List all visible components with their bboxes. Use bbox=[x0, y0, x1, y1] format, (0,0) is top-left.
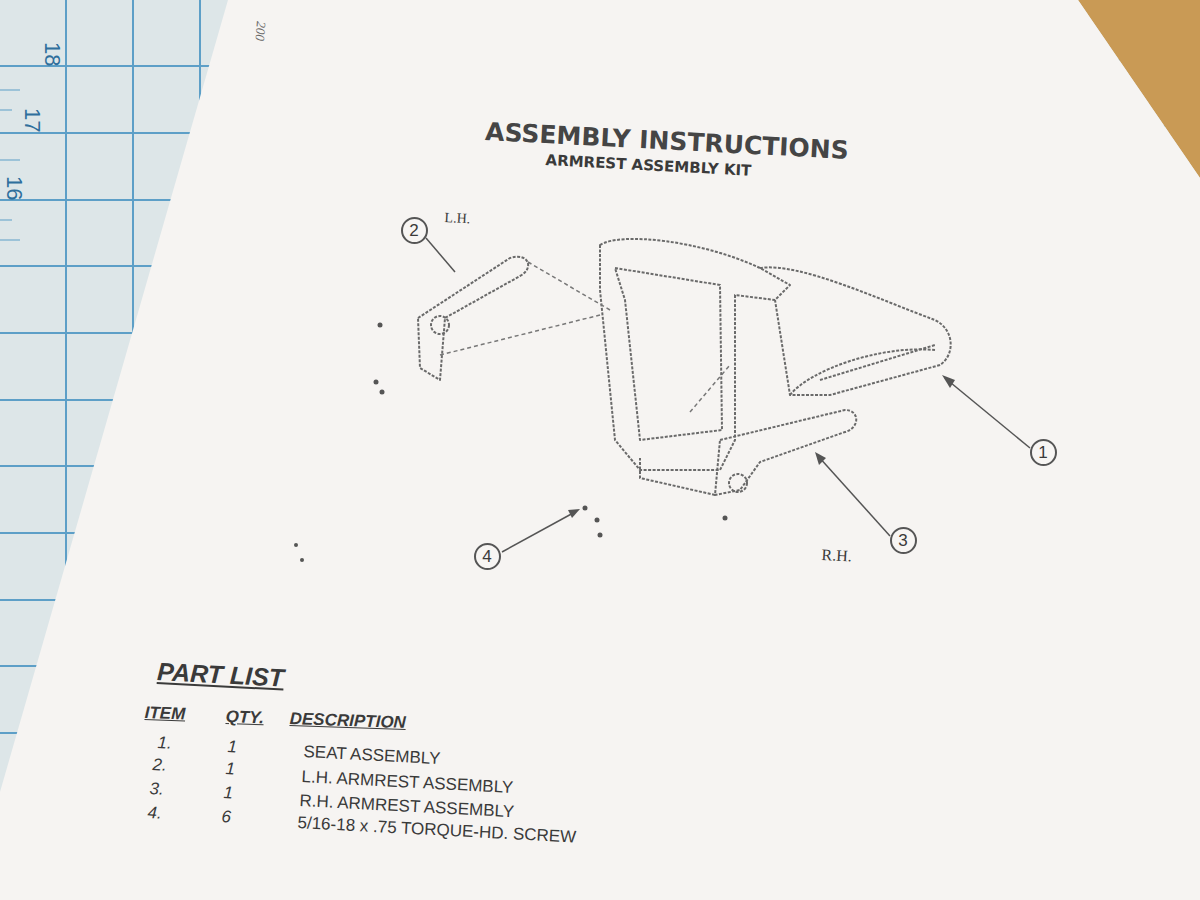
callout-number: 4 bbox=[482, 548, 491, 565]
table-cell: 2. bbox=[152, 756, 167, 775]
ruler-number: 18 bbox=[40, 42, 64, 66]
table-cell: 1. bbox=[157, 734, 172, 753]
callout-number: 1 bbox=[1038, 444, 1047, 461]
table-cell: 4. bbox=[147, 804, 162, 823]
table-cell: 1 bbox=[223, 784, 233, 803]
column-header: DESCRIPTION bbox=[289, 710, 406, 733]
ruler-number: 17 bbox=[20, 108, 44, 132]
assembly-lines bbox=[440, 262, 730, 412]
ruler-ticks bbox=[0, 90, 20, 240]
table-cell: 3. bbox=[149, 780, 164, 799]
callout-number: 3 bbox=[898, 532, 907, 549]
seat-drawing bbox=[418, 239, 951, 495]
column-header: QTY. bbox=[225, 708, 264, 728]
column-header: ITEM bbox=[144, 704, 185, 724]
side-label: R.H. bbox=[821, 546, 852, 565]
callout-number: 2 bbox=[409, 222, 418, 239]
handwritten-note: 200 bbox=[252, 21, 268, 42]
callout-circle: 3 bbox=[890, 527, 917, 554]
callout-circle: 1 bbox=[1030, 439, 1057, 466]
table-cell: 6 bbox=[221, 808, 231, 827]
table-cell: SEAT ASSEMBLY bbox=[303, 743, 441, 769]
table-cell: 5/16-18 x .75 TORQUE-HD. SCREW bbox=[297, 814, 577, 847]
screws bbox=[294, 323, 728, 563]
table-cell: 1 bbox=[225, 760, 235, 779]
leader-arrowheads bbox=[568, 375, 955, 518]
ruler-number: 16 bbox=[2, 176, 26, 200]
table-heading: PART LIST bbox=[157, 658, 285, 692]
side-label: L.H. bbox=[444, 210, 470, 227]
table-cell: 1 bbox=[227, 738, 237, 757]
callout-circle: 4 bbox=[474, 543, 501, 570]
leader-lines bbox=[426, 238, 1030, 552]
callout-circle: 2 bbox=[401, 217, 428, 244]
